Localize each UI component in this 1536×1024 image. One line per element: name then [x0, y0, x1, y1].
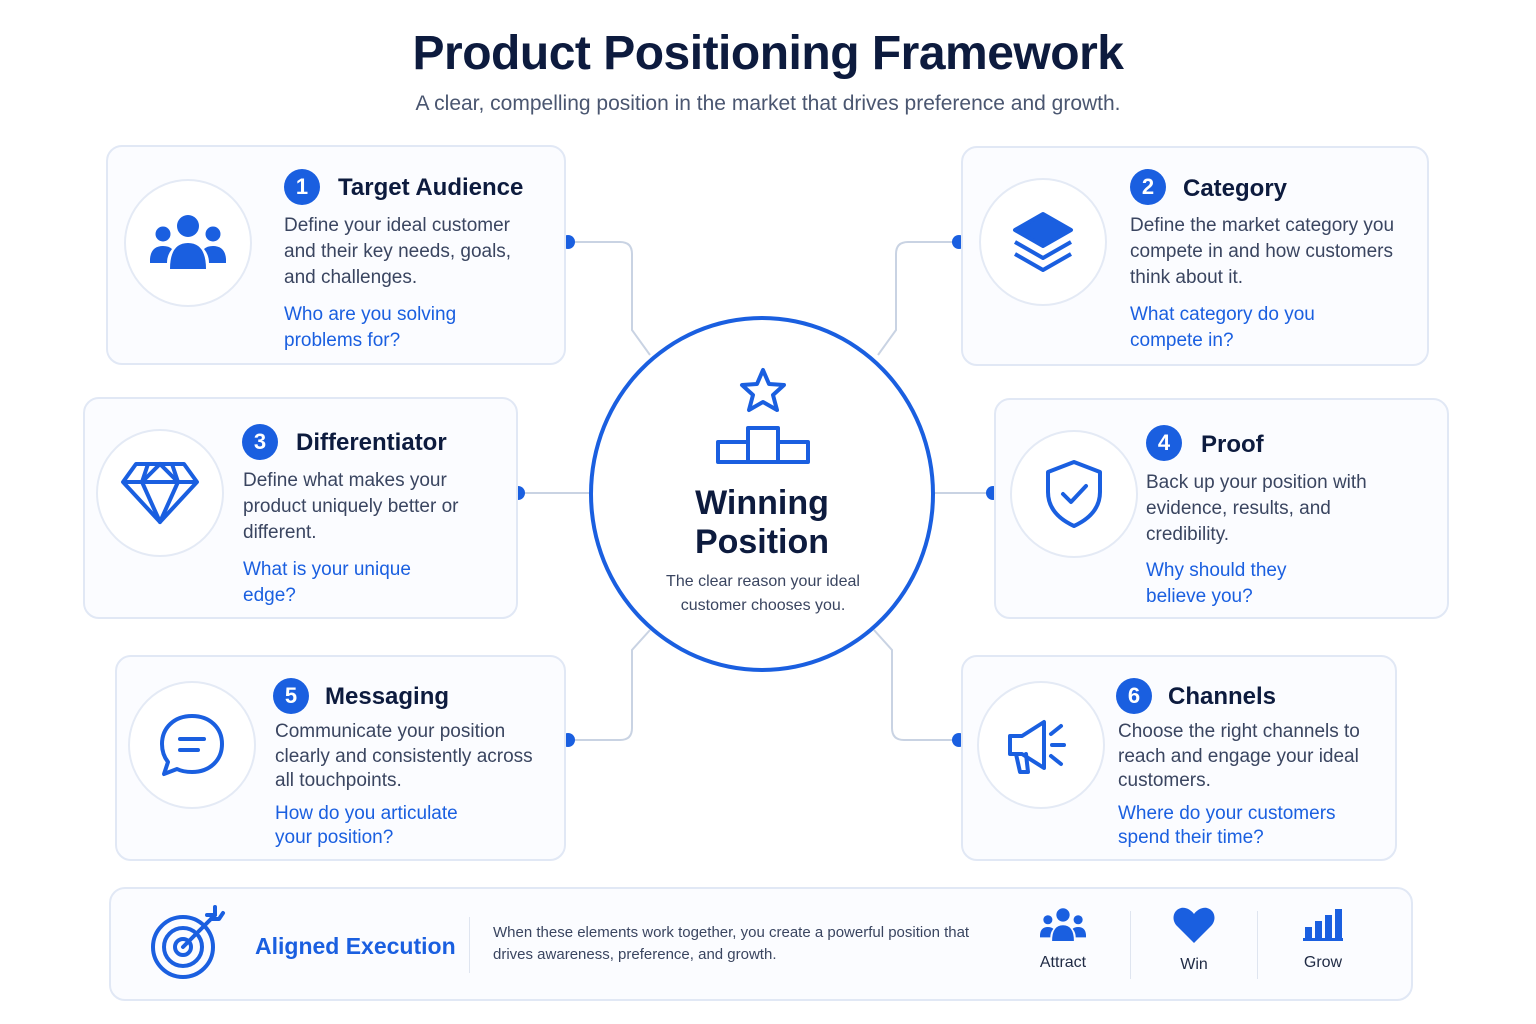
card-proof: 4 Proof Back up your position with evide… [994, 398, 1449, 619]
card-target-audience: 1 Target Audience Define your ideal cust… [106, 145, 566, 365]
metric-win: Win [1139, 907, 1249, 974]
card-title: Category [1183, 175, 1288, 202]
step-number-badge: 3 [242, 424, 278, 460]
diamond-icon [121, 462, 199, 524]
metric-divider [1257, 911, 1258, 979]
metric-label: Attract [1039, 954, 1087, 971]
page-title: Product Positioning Framework [412, 27, 1124, 80]
metric-attract: Attract [1008, 907, 1118, 972]
metric-label: Grow [1303, 954, 1343, 971]
people-icon [1040, 908, 1086, 941]
people-icon [150, 215, 226, 269]
connector-1 [568, 241, 651, 356]
card-title: Target Audience [338, 174, 524, 201]
step-number-badge: 6 [1116, 678, 1152, 714]
metric-grow: Grow [1268, 907, 1378, 972]
connector-5 [568, 629, 651, 741]
footer-divider [469, 917, 470, 973]
step-number-badge: 1 [284, 169, 320, 205]
card-question: What is your unique edge? [243, 559, 411, 606]
card-description: Choose the right channels to reach and e… [1118, 721, 1360, 791]
card-title: Proof [1201, 431, 1264, 458]
page-subtitle: A clear, compelling position in the mark… [415, 92, 1121, 115]
card-description: Define your ideal customer and their key… [284, 215, 512, 288]
card-icon-circle [1010, 430, 1138, 558]
card-question: What category do you compete in? [1130, 304, 1315, 351]
target-arrow-icon [151, 905, 225, 979]
footer-description: When these elements work together, you c… [493, 924, 970, 963]
megaphone-icon [1008, 720, 1066, 774]
card-category: 2 Category Define the market category yo… [961, 146, 1429, 366]
metric-divider [1130, 911, 1131, 979]
footer-title: Aligned Execution [255, 933, 456, 959]
card-icon-circle [124, 179, 252, 307]
chat-bubble-icon [160, 714, 224, 776]
connector-6 [873, 629, 959, 741]
card-channels: 6 Channels Choose the right channels to … [961, 655, 1397, 861]
layers-icon [1013, 212, 1073, 272]
card-messaging: 5 Messaging Communicate your position cl… [115, 655, 566, 861]
shield-check-icon [1046, 460, 1102, 528]
step-number-badge: 5 [273, 678, 309, 714]
card-title: Messaging [325, 683, 450, 710]
card-title: Channels [1168, 683, 1277, 710]
card-icon-circle [977, 681, 1105, 809]
step-number-badge: 4 [1146, 425, 1182, 461]
bar-chart-icon [1303, 909, 1343, 941]
card-icon-circle [96, 429, 224, 557]
center-description: The clear reason your ideal customer cho… [666, 573, 860, 614]
card-description: Communicate your position clearly and co… [275, 721, 533, 791]
center-title-line-2: Position [694, 523, 830, 561]
card-icon-circle [128, 681, 256, 809]
center-title-line-1: Winning [695, 484, 829, 522]
center-title: Winning Position [593, 484, 931, 562]
card-question: Where do your customers spend their time… [1118, 803, 1336, 848]
card-question: How do you articulate your position? [275, 803, 458, 848]
connector-2 [877, 241, 959, 356]
card-description: Define what makes your product uniquely … [243, 470, 459, 543]
winning-position-circle: Winning Position The clear reason your i… [589, 316, 935, 672]
card-question: Why should they believe you? [1146, 560, 1287, 607]
metric-label: Win [1180, 956, 1208, 973]
card-differentiator: 3 Differentiator Define what makes your … [83, 397, 518, 619]
card-description: Define the market category you compete i… [1130, 215, 1395, 288]
card-description: Back up your position with evidence, res… [1146, 472, 1367, 545]
aligned-execution-bar: Aligned Execution When these elements wo… [109, 887, 1413, 1001]
card-question: Who are you solving problems for? [284, 304, 457, 351]
step-number-badge: 2 [1130, 169, 1166, 205]
heart-icon [1173, 907, 1215, 943]
card-title: Differentiator [296, 429, 447, 456]
card-icon-circle [979, 178, 1107, 306]
podium-star-icon [716, 368, 810, 464]
